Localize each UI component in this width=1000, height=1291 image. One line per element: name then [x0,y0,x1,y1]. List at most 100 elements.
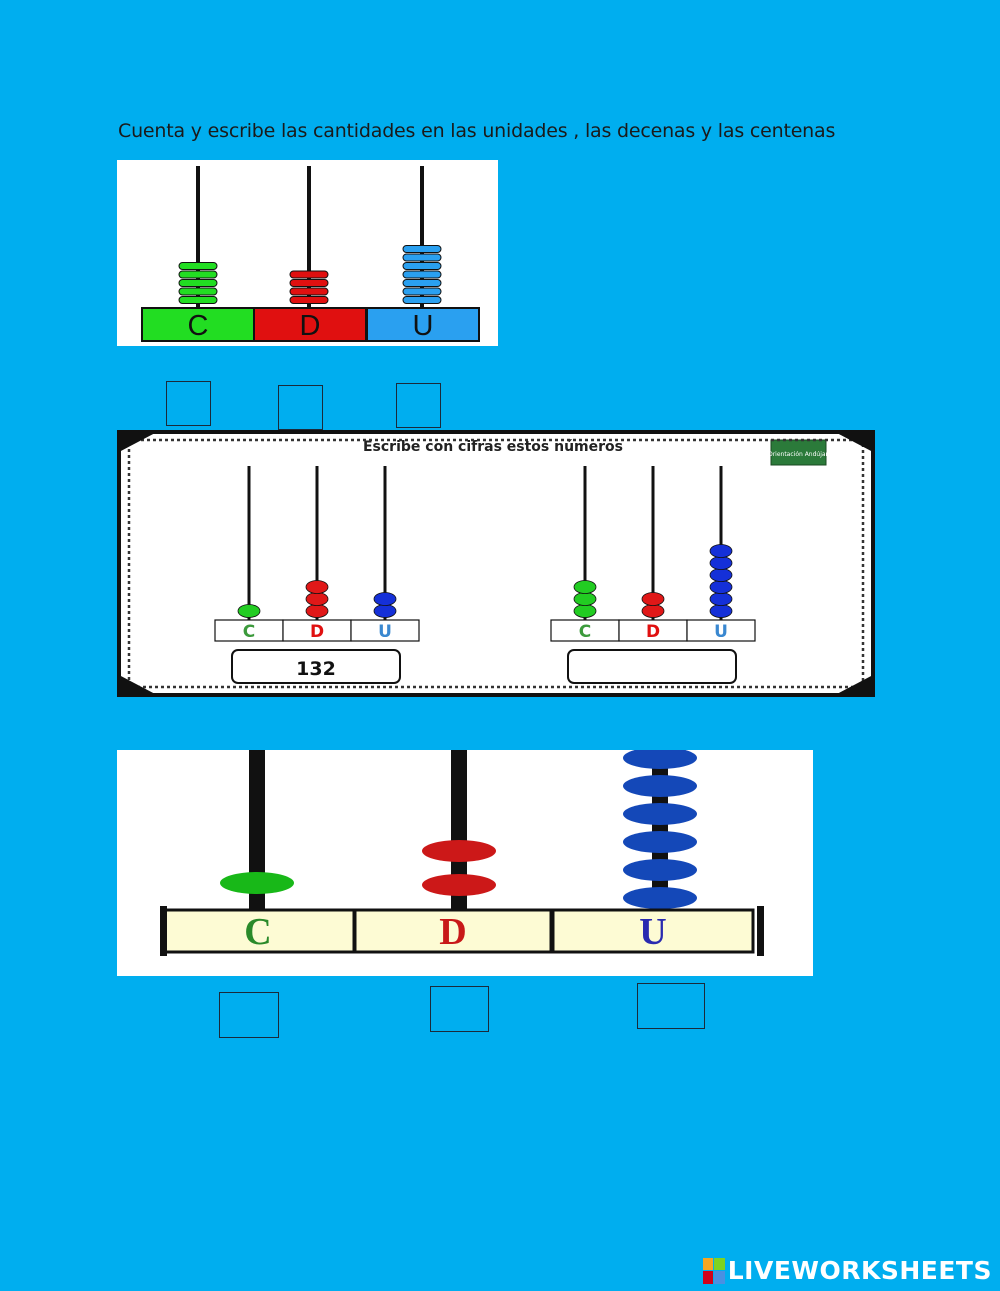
abacus1-bead [402,262,442,270]
abacus3-label: C [244,911,271,953]
worksheet-answer-box-right [567,649,737,684]
worksheet-title: Escribe con cifras estos números [363,439,623,455]
worksheet-bead-right [641,604,665,618]
worksheet-label-right: C [579,622,591,642]
worksheet-rod-right [583,466,587,620]
abacus3-bead [422,840,496,862]
answer-box-u-3[interactable] [637,983,705,1029]
liveworksheets-mark-icon [702,1257,725,1284]
worksheet-label-right: D [646,622,660,642]
answer-box-d-3[interactable] [430,986,489,1032]
abacus3-label: D [439,911,466,953]
answer-input-c-1[interactable] [167,382,210,425]
worksheet-cell-right [686,619,756,642]
abacus1-bead [402,270,442,279]
abacus1-bead [289,296,329,304]
worksheet-bead-right [573,604,597,618]
worksheet-bead-right [573,580,597,594]
abacus3-rod [249,750,265,910]
answer-box-c-1[interactable] [166,381,211,426]
abacus1-label: D [300,310,321,342]
abacus3-bead [422,874,496,896]
abacus1-base-cell [366,307,480,342]
worksheet-rod-right [719,466,723,620]
answer-input-u-1[interactable] [397,384,440,427]
badge-text: Orientación Andújar [768,451,829,458]
answer-input-d-3[interactable] [431,987,488,1031]
abacus1-bead [402,279,442,287]
abacus3-end-bar [160,906,167,956]
worksheet-bead-right [573,592,597,606]
abacus3-base-cell [551,908,755,954]
worksheet-answer-left: 132 [296,658,336,680]
abacus1-bead [402,287,442,296]
abacus1-bead [178,296,218,304]
abacus1-bead [178,270,218,279]
worksheet-label-left: C [243,622,255,642]
abacus3-bead [623,775,697,797]
abacus3-bead [623,887,697,909]
abacus3-bead [623,831,697,853]
abacus1-rod [307,166,311,308]
worksheet-bead-right [709,580,733,594]
worksheet-bead-right [709,592,733,606]
abacus3-bead [623,747,697,769]
worksheet-corner [119,432,157,452]
answer-box-u-1[interactable] [396,383,441,428]
worksheet-image: Escribe con cifras estos números Orienta… [117,430,875,697]
worksheet-drawing: Escribe con cifras estos números Orienta… [117,430,875,697]
worksheet-rod-left [247,466,251,620]
abacus3-bead [220,872,294,894]
abacus1-rod [196,166,200,308]
worksheet-bead-right [709,604,733,618]
abacus3-rod [451,750,467,910]
abacus1-bead [402,296,442,304]
worksheet-bead-left [305,592,329,606]
abacus1-bead [289,279,329,287]
abacus1-label: U [413,310,434,342]
abacus3-rod [652,750,668,910]
worksheet-bead-left [373,604,397,618]
worksheet-rod-left [315,466,319,620]
abacus3-base-cell [353,908,553,954]
orientacion-badge: Orientación Andújar [768,439,829,466]
worksheet-rod-left [383,466,387,620]
answer-input-c-3[interactable] [220,993,278,1037]
abacus1-bead [402,253,442,262]
worksheet-bead-right [709,544,733,558]
abacus3-bead [623,859,697,881]
worksheet-bead-left [305,580,329,594]
abacus1-bead [178,279,218,287]
instruction-text: Cuenta y escribe las cantidades en las u… [118,120,836,142]
worksheet-bead-left [373,592,397,606]
abacus1-bead [178,287,218,296]
worksheet-bead-left [237,604,261,618]
abacus1-bead [289,287,329,296]
abacus3-end-bar [757,906,764,956]
worksheet-label-left: D [310,622,324,642]
abacus1-bead [289,270,329,279]
answer-box-c-3[interactable] [219,992,279,1038]
answer-input-d-1[interactable] [279,386,322,429]
worksheet-corner [835,432,873,452]
abacus1-label: C [188,310,209,342]
worksheet-bead-right [709,568,733,582]
worksheet-corner [119,675,157,695]
worksheet-label-right: U [714,622,728,642]
worksheet-label-left: U [378,622,392,642]
abacus3-label: U [639,911,666,953]
worksheet-answer-box-left [231,649,401,684]
abacus1-bead [178,262,218,270]
worksheet-bead-right [709,556,733,570]
abacus3-bead [623,803,697,825]
liveworksheets-logo: LIVEWORKSHEETS [702,1256,992,1285]
worksheet-bead-right [641,592,665,606]
worksheet-rod-right [651,466,655,620]
answer-input-u-3[interactable] [638,984,704,1028]
worksheet-cell-left [350,619,420,642]
worksheet-bead-left [305,604,329,618]
answer-box-d-1[interactable] [278,385,323,430]
